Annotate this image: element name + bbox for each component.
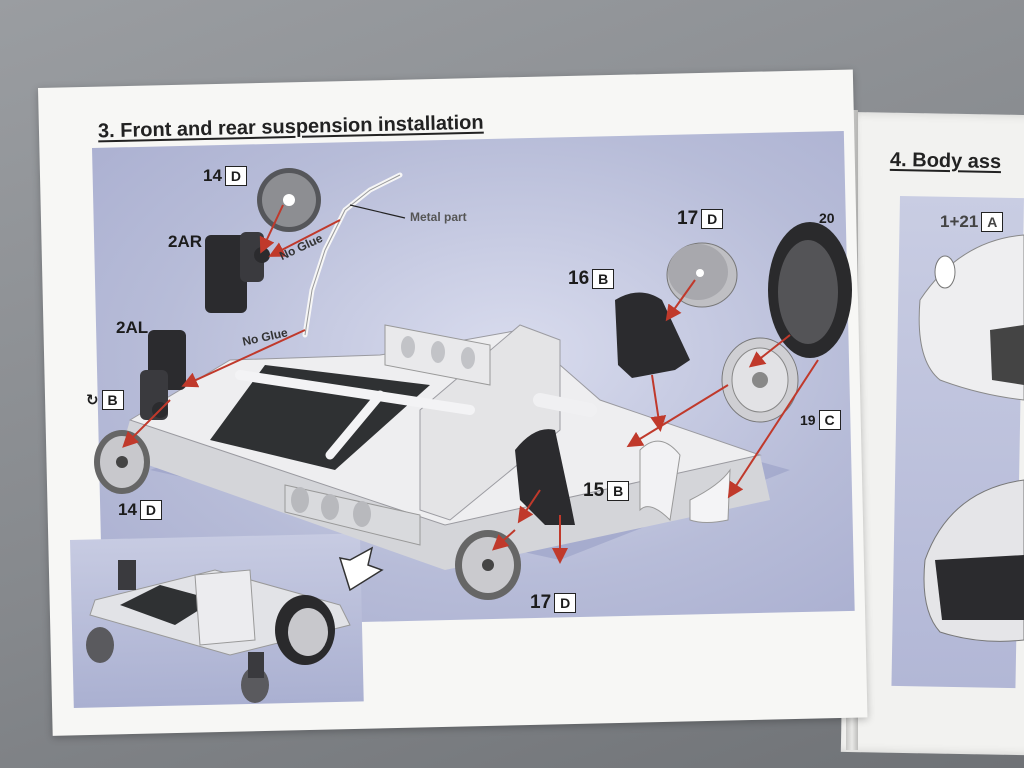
label-14-top: 14 D xyxy=(203,166,247,186)
rotate-icon: ↻ xyxy=(86,392,99,409)
body-preview-bottom xyxy=(923,479,1024,642)
sprue-letter: D xyxy=(701,209,724,229)
part-16 xyxy=(615,292,690,378)
label-2AR: 2AR xyxy=(168,232,202,252)
part-number: 15 xyxy=(583,480,605,501)
part-number: 14 xyxy=(118,500,137,519)
label-20: 20 xyxy=(819,210,835,226)
sprue-letter: D xyxy=(554,593,577,613)
label-16: 16 B xyxy=(568,268,615,290)
label-2AL: 2AL xyxy=(116,318,148,338)
wheel-14-bottom xyxy=(94,430,150,494)
preview-chassis xyxy=(86,560,351,703)
wheel-17-bottom xyxy=(455,530,521,600)
tire-20 xyxy=(768,222,852,358)
part-number: 16 xyxy=(568,268,590,289)
sprue-letter: B xyxy=(592,269,615,289)
part-number: 19 xyxy=(800,412,816,428)
label-1-21: 1+21 A xyxy=(940,212,1004,232)
sprue-letter: B xyxy=(607,481,630,501)
part-number: 20 xyxy=(819,210,835,226)
part-2AR xyxy=(205,232,270,313)
disc-17-top xyxy=(666,242,738,308)
side-wall xyxy=(284,484,421,546)
part-number: 17 xyxy=(530,592,552,613)
label-17-bottom: 17 D xyxy=(530,592,577,614)
bulkhead xyxy=(419,324,561,521)
sprue-letter: A xyxy=(981,212,1004,232)
part-number: 2AL xyxy=(116,318,149,337)
part-number: 1+21 xyxy=(940,212,979,231)
sprue-letter: D xyxy=(139,500,162,520)
step-direction-arrow xyxy=(338,546,384,592)
part-15 xyxy=(515,429,575,525)
chassis-floor xyxy=(120,420,770,570)
label-17-top: 17 D xyxy=(677,208,724,230)
metal-part-note: Metal part xyxy=(410,210,467,224)
gear-14-top xyxy=(257,168,321,232)
label-15: 15 B xyxy=(583,480,630,502)
part-number: 14 xyxy=(203,166,222,185)
rim-19 xyxy=(721,337,799,423)
sprue-letter: B xyxy=(101,390,124,410)
label-14-bottom: 14 D xyxy=(118,500,162,520)
body-preview-top xyxy=(918,234,1024,401)
label-rotate-b: ↻ B xyxy=(86,390,124,410)
sprue-letter: D xyxy=(224,166,247,186)
part-number: 2AR xyxy=(168,232,203,251)
label-19: 19 C xyxy=(800,410,841,430)
sprue-letter: C xyxy=(818,410,841,430)
part-number: 17 xyxy=(677,208,699,229)
